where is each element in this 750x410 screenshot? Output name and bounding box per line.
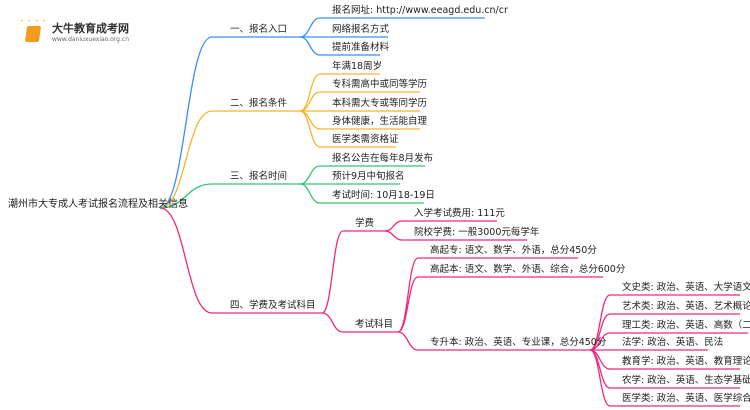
connector [299,110,396,148]
subtopic[interactable]: 法学: 政治、英语、民法 [622,337,724,348]
logo-name: 大牛教育成考网 [52,22,129,35]
subtopic[interactable]: 教育学: 政治、英语、教育理论 [622,356,750,367]
branch-topic[interactable]: 二、报名条件 [230,98,288,109]
subtopic[interactable]: 医学类: 政治、英语、医学综合 [622,393,750,404]
subtopic[interactable]: 预计9月中旬报名 [332,171,405,182]
connector [321,312,398,333]
connector [321,230,385,314]
subtopic[interactable]: 考试科目 [355,319,394,330]
root-topic[interactable]: 潮州市大专成人考试报名流程及相关信息 [8,199,188,210]
subtopic[interactable]: 考试时间: 10月18-19日 [332,190,435,201]
connector [299,17,485,38]
subtopic[interactable]: 专科需高中或同等学历 [332,79,428,90]
branch-topic[interactable]: 一、报名入口 [230,24,288,35]
subtopic[interactable]: 高起专: 语文、数学、外语，总分450分 [430,245,597,256]
connector [299,36,380,56]
connector [159,183,300,209]
connector [299,91,420,112]
connector [159,36,300,209]
connector [397,276,603,333]
connector [589,313,740,351]
subtopic[interactable]: 艺术类: 政治、英语、艺术概论 [622,301,750,312]
subtopic[interactable]: 本科需大专或等同学历 [332,98,428,109]
logo: • • • • 大牛教育成考网 www.daniuxuexiao.org.cn [18,16,138,50]
connector [299,183,424,204]
subtopic[interactable]: 报名公告在每年8月发布 [332,153,434,164]
subtopic[interactable]: 理工类: 政治、英语、高数（二） [622,320,750,331]
connector [397,331,590,351]
subtopic[interactable]: 医学类需资格证 [332,134,399,145]
subtopic[interactable]: 入学考试费用: 111元 [414,208,505,219]
connector [384,230,527,241]
subtopic[interactable]: 身体健康，生活能自理 [332,116,428,127]
subtopic[interactable]: 院校学费: 一般3000元每学年 [414,227,540,238]
connector [299,73,380,112]
subtopic[interactable]: 网络报名方式 [332,24,390,35]
connector [159,207,322,314]
subtopic[interactable]: 专升本: 政治、英语、专业课，总分450分 [430,337,607,348]
subtopic[interactable]: 文史类: 政治、英语、大学语文 [622,282,750,293]
subtopic[interactable]: 报名网址: http://www.eeagd.edu.cn/cr [332,5,508,16]
subtopic[interactable]: 学费 [355,218,375,229]
connector [384,220,497,232]
subtopic[interactable]: 年满18周岁 [332,61,383,72]
connector [159,110,300,209]
subtopic[interactable]: 高起本: 语文、数学、外语、综合，总分600分 [430,264,626,275]
logo-dots-icon: • • • • [20,18,47,25]
connector [589,349,740,407]
subtopic[interactable]: 农学: 政治、英语、生态学基础 [622,375,750,386]
branch-topic[interactable]: 四、学费及考试科目 [230,300,316,311]
subtopic[interactable]: 提前准备材料 [332,42,390,53]
branch-topic[interactable]: 三、报名时间 [230,171,288,182]
logo-url: www.daniuxuexiao.org.cn [52,36,129,43]
